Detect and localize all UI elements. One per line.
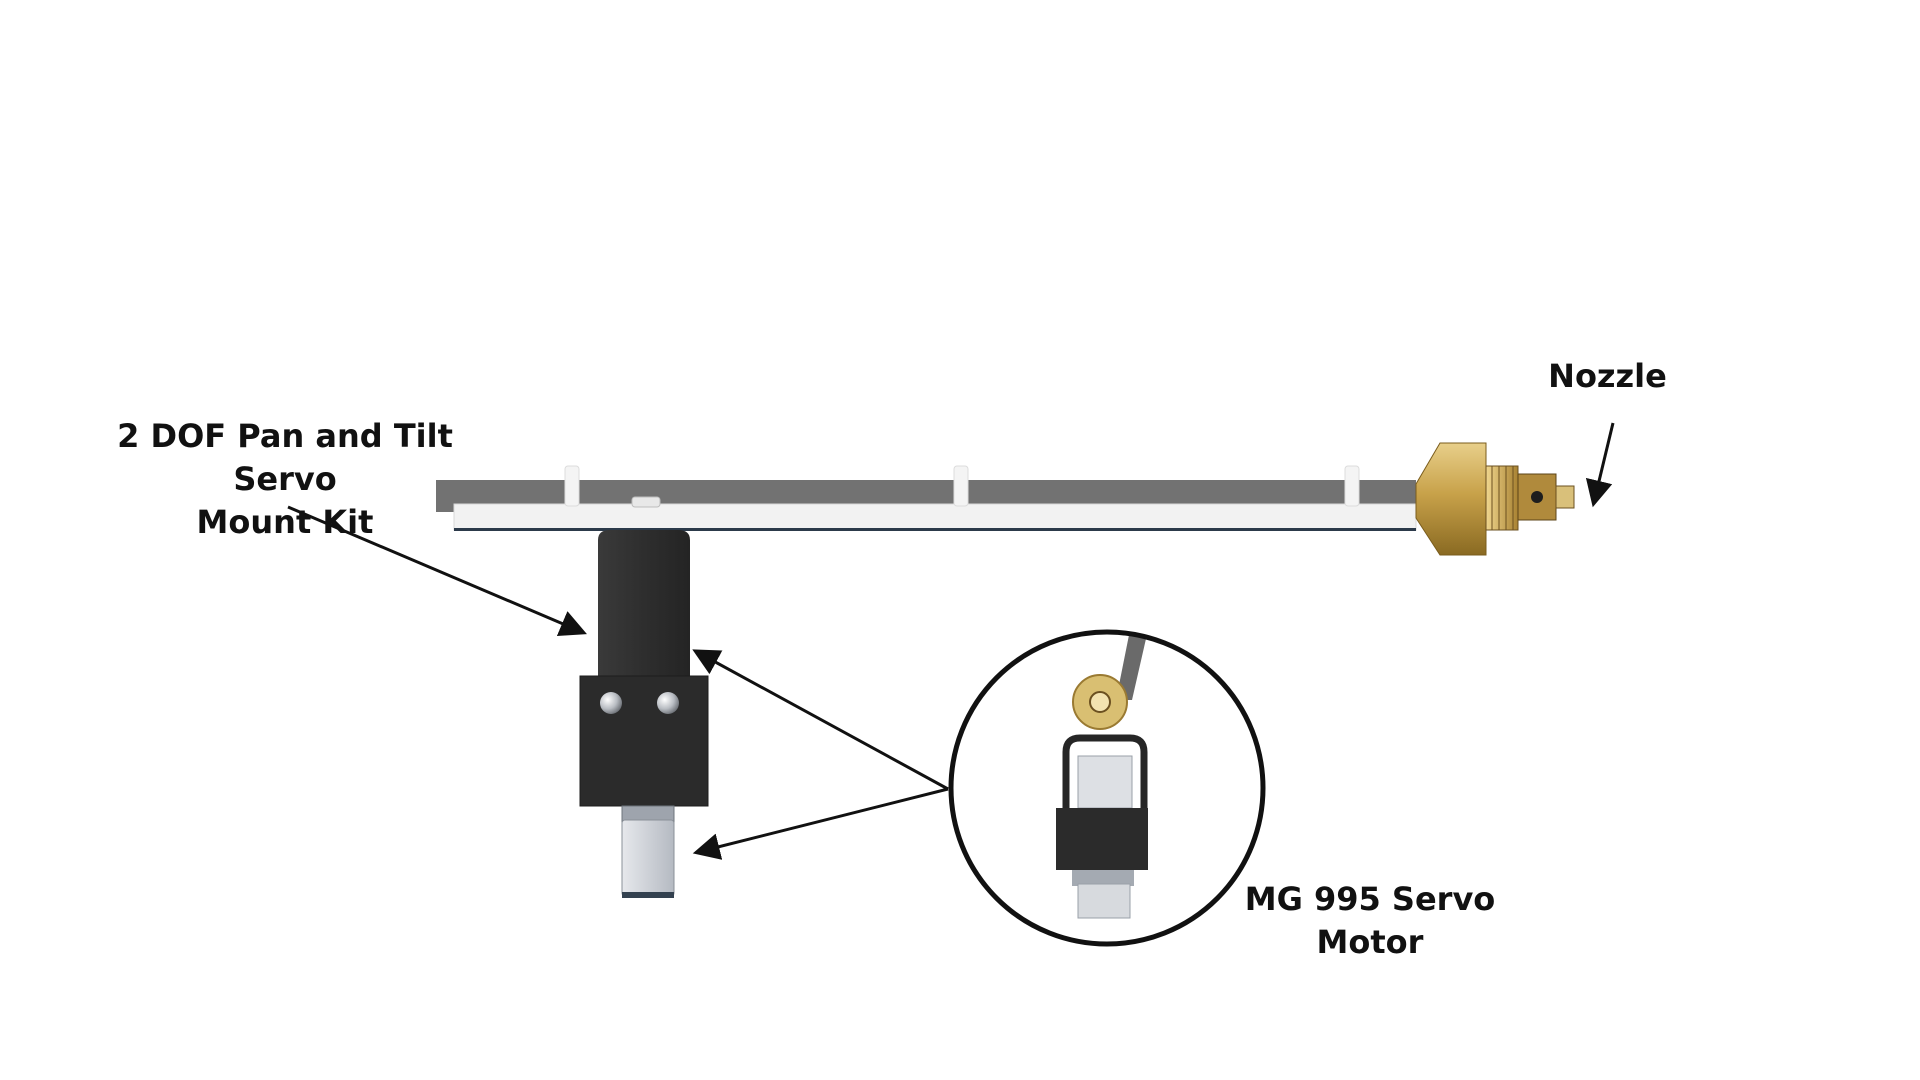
nozzle-label-text: Nozzle bbox=[1548, 357, 1667, 395]
rail-clip bbox=[564, 465, 580, 507]
inset-servo-lower bbox=[1077, 883, 1131, 919]
nozzle-label: Nozzle bbox=[1515, 355, 1700, 398]
servo-motor-label-line2: Motor bbox=[1316, 923, 1424, 961]
nozzle bbox=[1415, 442, 1575, 556]
servo-detail-inset bbox=[948, 629, 1266, 947]
bracket-lower bbox=[579, 675, 709, 807]
servo-motor bbox=[621, 805, 675, 898]
mount-kit-label-line2: Mount Kit bbox=[196, 503, 374, 541]
inset-border bbox=[948, 629, 1266, 947]
leader-arrows bbox=[287, 422, 1615, 860]
arrow-inset-to-bracket bbox=[692, 649, 949, 791]
mount-kit-label-line1: 2 DOF Pan and Tilt Servo bbox=[117, 417, 453, 498]
inset-servo-top bbox=[1077, 755, 1133, 809]
servo-base bbox=[622, 892, 674, 898]
inset-servo-bottom bbox=[1072, 870, 1134, 886]
arrow-mount-kit bbox=[287, 505, 587, 636]
servo-motor-label-line1: MG 995 Servo bbox=[1244, 880, 1496, 918]
inset-bracket-block bbox=[1056, 808, 1148, 870]
nozzle-cone bbox=[1415, 442, 1487, 556]
inset-bracket-arm bbox=[1116, 632, 1148, 700]
rail-underline bbox=[454, 528, 1416, 531]
pan-tilt-bracket bbox=[579, 530, 709, 807]
rail-clip bbox=[953, 465, 969, 507]
arrow-nozzle bbox=[1585, 422, 1615, 508]
rail-front-bar bbox=[453, 503, 1417, 531]
inset-bracket-loop bbox=[1062, 734, 1148, 812]
servo-motor-label: MG 995 Servo Motor bbox=[1225, 878, 1515, 964]
nozzle-tip bbox=[1555, 485, 1575, 509]
rail-mount-screw bbox=[631, 496, 661, 508]
rail bbox=[436, 465, 1417, 531]
nozzle-port bbox=[1531, 491, 1543, 503]
mount-kit-label: 2 DOF Pan and Tilt Servo Mount Kit bbox=[60, 415, 510, 544]
bracket-bolt bbox=[657, 692, 679, 714]
arrow-inset-to-servo bbox=[692, 787, 949, 860]
bracket-upper bbox=[598, 530, 690, 680]
rail-clip bbox=[1344, 465, 1360, 507]
bracket-bolt bbox=[600, 692, 622, 714]
servo-body bbox=[621, 819, 675, 897]
